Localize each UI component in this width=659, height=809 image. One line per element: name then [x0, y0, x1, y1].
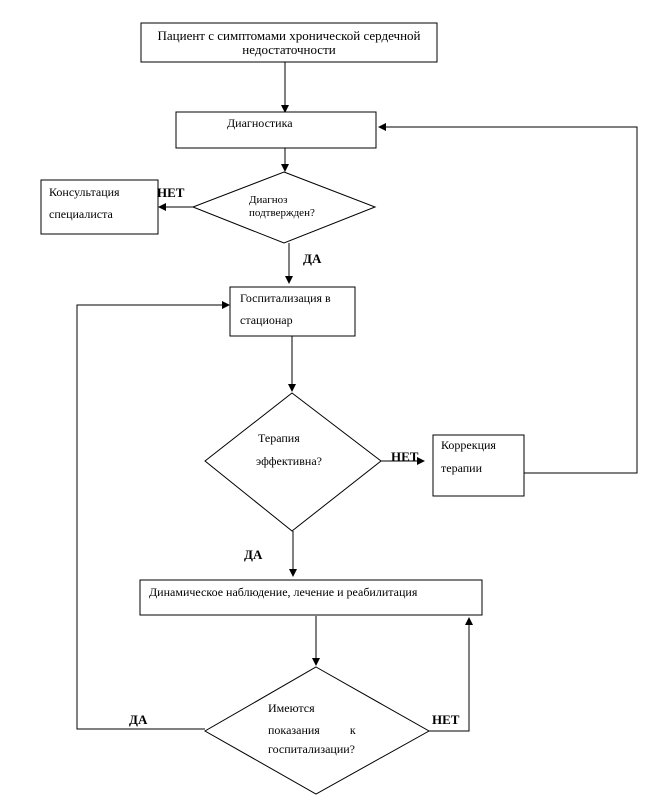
indications-yes-label: ДА [129, 712, 148, 727]
observation-node: Динамическое наблюдение, лечение и реаби… [139, 579, 483, 616]
start-node: Пациент с симптомами хронической сердечн… [140, 22, 438, 63]
hospitalization-node: Госпитализация в стационар [229, 286, 356, 337]
diagnosis-confirmed-line-2: подтвержден? [249, 207, 315, 219]
connectors [76, 62, 638, 732]
start-node-line-2: недостаточности [242, 42, 335, 57]
hospitalization-line-1: Госпитализация в [240, 291, 331, 305]
correction-line-2: терапии [441, 461, 483, 475]
therapy-effective-line-2: эффективна? [256, 454, 322, 468]
edge-labels: НЕТ ДА НЕТ ДА ДА НЕТ [129, 185, 460, 727]
indications-no-label: НЕТ [432, 712, 460, 727]
indications-line-3: госпитализации? [268, 742, 355, 756]
arrow-indications-yes-to-hospitalization [76, 301, 230, 730]
diagnosis-confirmed-decision: Диагноз подтвержден? [191, 171, 377, 244]
therapy-effective-line-1: Терапия [258, 431, 300, 445]
correction-line-1: Коррекция [441, 438, 496, 452]
diagnostics-label: Диагностика [227, 116, 293, 130]
therapy-no-label: НЕТ [391, 449, 419, 464]
arrow-indications-no-to-observation [429, 617, 473, 732]
diag-no-label: НЕТ [157, 185, 185, 200]
arrow-correction-to-diagnostics [378, 123, 638, 474]
diagnosis-confirmed-line-1: Диагноз [249, 194, 288, 206]
indications-line-2: показания к [268, 723, 356, 737]
consultation-line-1: Консультация [49, 185, 120, 199]
observation-label: Динамическое наблюдение, лечение и реаби… [149, 585, 418, 599]
therapy-correction-node: Коррекция терапии [432, 434, 525, 497]
start-node-line-1: Пациент с симптомами хронической сердечн… [158, 28, 421, 43]
consultation-line-2: специалиста [49, 207, 113, 221]
therapy-yes-label: ДА [244, 547, 263, 562]
specialist-consultation-node: Консультация специалиста [40, 179, 159, 235]
diagnostics-node: Диагностика [175, 111, 377, 149]
indications-line-1: Имеются [268, 701, 315, 715]
diag-yes-label: ДА [303, 251, 322, 266]
hospitalization-indicated-decision: Имеются показания к госпитализации? [203, 666, 431, 795]
therapy-effective-decision: Терапия эффективна? [204, 392, 382, 532]
hospitalization-line-2: стационар [240, 313, 293, 327]
